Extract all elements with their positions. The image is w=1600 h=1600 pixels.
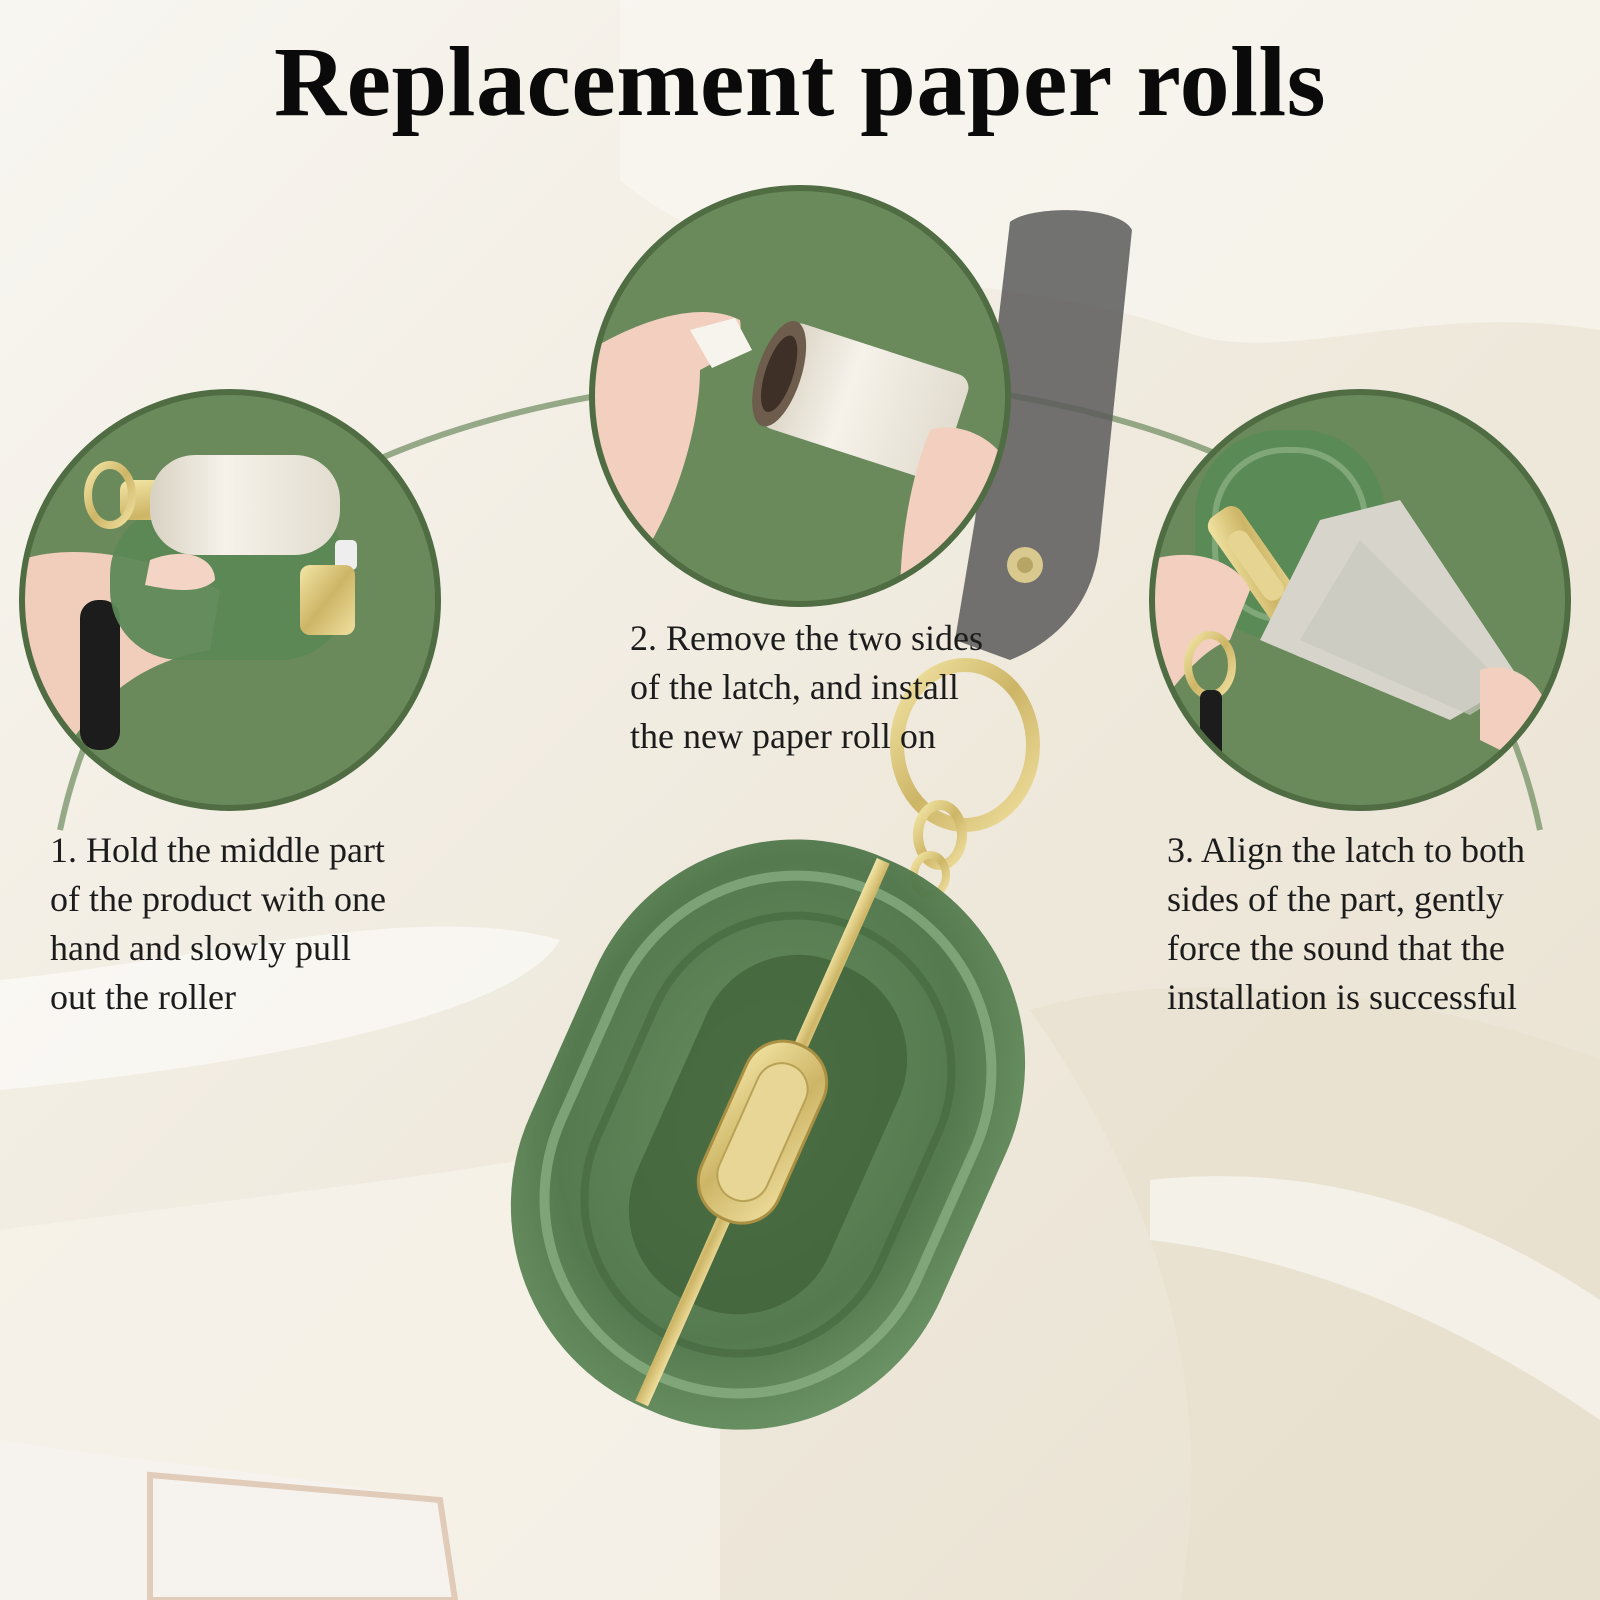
lint-roller-case <box>510 839 1026 1430</box>
step-1-instruction: 1. Hold the middle part of the product w… <box>50 826 386 1022</box>
step-1-photo <box>19 389 441 811</box>
step-1-line: out the roller <box>50 977 236 1017</box>
step-3-photo <box>1149 389 1571 811</box>
fabric-fold <box>1030 987 1600 1600</box>
step-2-line: the new paper roll on <box>630 716 936 756</box>
fabric-fold <box>1150 1176 1600 1420</box>
step-2-line: 2. Remove the two sides <box>630 618 983 658</box>
lanyard-strap <box>955 210 1132 660</box>
step-3-instruction: 3. Align the latch to both sides of the … <box>1167 826 1525 1022</box>
step-2-line: of the latch, and install <box>630 667 959 707</box>
step-3-line: 3. Align the latch to both <box>1167 830 1525 870</box>
step-1-line: 1. Hold the middle part <box>50 830 385 870</box>
step-2-instruction: 2. Remove the two sides of the latch, an… <box>630 614 983 761</box>
step-3-line: sides of the part, gently <box>1167 879 1504 919</box>
page-title: Replacement paper rolls <box>273 26 1327 137</box>
step-3-line: installation is successful <box>1167 977 1517 1017</box>
foreground-object <box>0 1440 455 1600</box>
fabric-fold <box>0 926 560 1090</box>
step-2-photo <box>589 185 1011 607</box>
foreground-object <box>147 1471 459 1600</box>
step-1-line: of the product with one <box>50 879 386 919</box>
step-1-line: hand and slowly pull <box>50 928 351 968</box>
step-3-line: force the sound that the <box>1167 928 1505 968</box>
